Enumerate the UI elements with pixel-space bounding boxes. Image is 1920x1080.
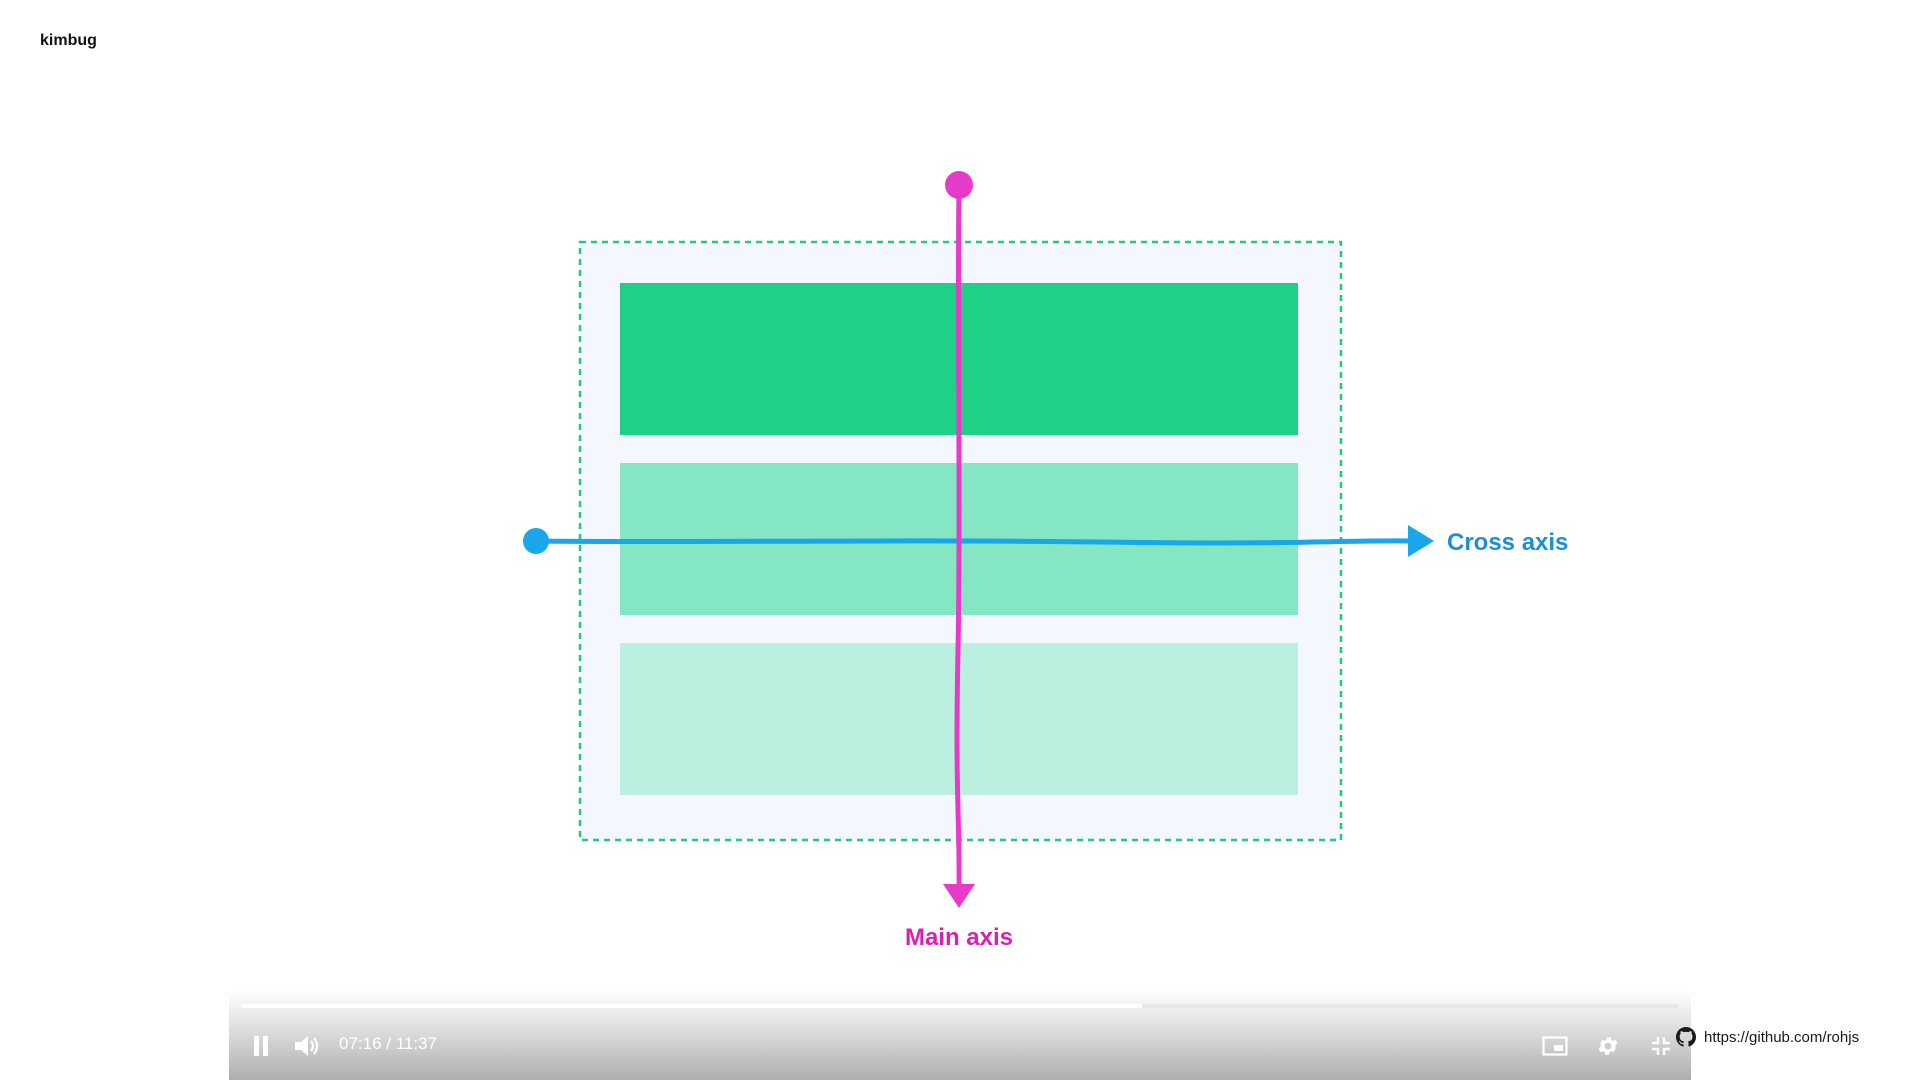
github-icon [1676,1027,1696,1047]
brand-logo: kimbug [40,32,97,49]
main-axis-arrow [943,171,975,908]
volume-button[interactable] [289,1030,325,1062]
progress-bar-fill [242,1004,1143,1008]
progress-bar[interactable] [242,1004,1678,1008]
settings-button[interactable] [1592,1030,1624,1062]
github-link[interactable]: https://github.com/rohjs [1676,1024,1859,1050]
pause-button[interactable] [245,1030,277,1062]
cross-axis-label: Cross axis [1447,529,1568,556]
pause-icon [254,1036,268,1056]
volume-icon [295,1036,319,1056]
picture-in-picture-icon [1542,1036,1568,1056]
cross-axis-arrow [523,525,1434,557]
github-url[interactable]: https://github.com/rohjs [1704,1028,1860,1046]
main-axis-label: Main axis [905,924,1013,951]
video-player-controls: 07:16 / 11:37 [229,990,1691,1080]
exit-fullscreen-button[interactable] [1645,1030,1677,1062]
time-display: 07:16 / 11:37 [339,1034,437,1053]
picture-in-picture-button[interactable] [1539,1030,1571,1062]
gear-icon [1598,1037,1618,1055]
exit-fullscreen-icon [1652,1037,1670,1055]
